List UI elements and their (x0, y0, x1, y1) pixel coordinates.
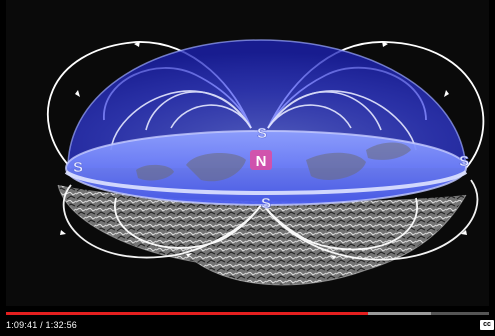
video-frame[interactable]: S N S S S (6, 0, 489, 306)
time-current: 1:09:41 (6, 320, 38, 330)
north-pole-marker (250, 150, 272, 170)
time-separator: / (40, 320, 46, 330)
progress-bar[interactable] (6, 312, 489, 315)
pole-label-center: N (256, 153, 267, 170)
rock-base (58, 185, 466, 285)
flat-earth-magnetic-field-illustration: S N S S S (47, 39, 485, 286)
field-arrows (60, 41, 467, 259)
inner-field-lines (110, 90, 417, 151)
lower-field-lines (62, 179, 479, 261)
pole-label-bottom: S (261, 195, 271, 212)
pole-label-top: S (257, 125, 267, 142)
continents (136, 142, 411, 182)
captions-button[interactable]: cc (480, 320, 494, 330)
progress-played (6, 312, 369, 315)
time-total: 1:32:56 (45, 320, 77, 330)
pole-label-left: S (73, 159, 83, 176)
time-display: 1:09:41 / 1:32:56 (6, 320, 77, 330)
pole-label-right: S (459, 153, 469, 170)
